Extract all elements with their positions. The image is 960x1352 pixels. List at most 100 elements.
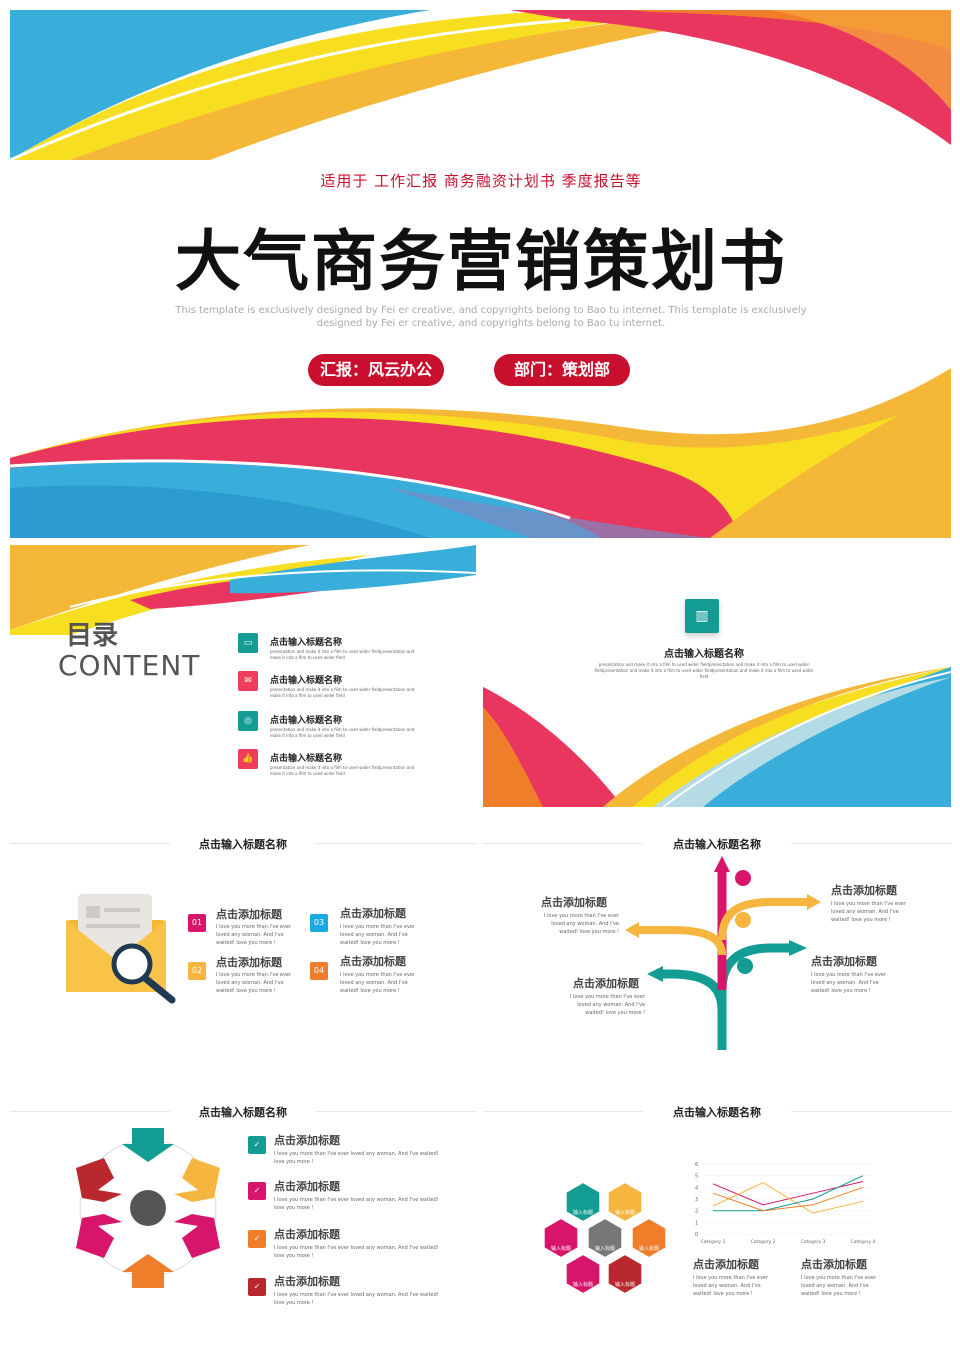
hexagon-label: 输入标题	[595, 1245, 615, 1252]
slide-title: 点击输入标题名称	[199, 838, 287, 851]
series-line	[713, 1175, 864, 1212]
hexagon	[606, 1252, 644, 1296]
y-tick-label: 5	[695, 1174, 698, 1180]
toc-slide: 目录 CONTENT ▭ 点击输入标题名称 presentation and m…	[10, 545, 476, 807]
y-tick-label: 3	[695, 1197, 698, 1203]
section-bottom-waves	[483, 667, 951, 807]
slide-title: 点击输入标题名称	[199, 1106, 287, 1119]
cover-top-waves	[10, 10, 951, 162]
y-tick-label: 4	[695, 1185, 698, 1191]
toc-item-desc: presentation and make it into a film to …	[270, 765, 415, 776]
series-line	[712, 1182, 864, 1214]
toc-item-title: 点击输入标题名称	[270, 716, 343, 726]
item-heading: 点击添加标题	[274, 1134, 340, 1147]
item-heading: 点击添加标题	[216, 956, 282, 969]
divider	[316, 1111, 476, 1112]
hexagon-label: 输入标题	[615, 1281, 635, 1288]
item-heading: 点击添加标题	[541, 896, 607, 909]
section-desc: presentation and make it into a film to …	[594, 662, 814, 679]
item-body: I love you more than I've ever loved any…	[274, 1197, 439, 1211]
item-heading: 点击添加标题	[340, 907, 406, 920]
item-body: I love you more than I've ever loved any…	[693, 1275, 769, 1297]
item-heading: 点击添加标题	[216, 908, 282, 921]
cover-title: 大气商务营销策划书	[175, 223, 787, 300]
hexagon	[542, 1216, 580, 1260]
check-icon: ✓	[248, 1278, 266, 1296]
cover-bottom-waves	[10, 368, 951, 538]
toc-title-en: CONTENT	[58, 649, 201, 682]
hexagon-label: 输入标题	[639, 1245, 659, 1252]
check-icon: ✓	[248, 1230, 266, 1248]
x-tick-label: Category 3	[801, 1239, 826, 1245]
slide-title: 点击输入标题名称	[673, 1106, 761, 1119]
section-slide: ▥ 点击输入标题名称 presentation and make it into…	[483, 545, 951, 807]
section-title: 点击输入标题名称	[664, 649, 744, 660]
item-heading: 点击添加标题	[693, 1258, 759, 1271]
item-body: I love you more than I've ever loved any…	[274, 1292, 439, 1306]
hexagon	[606, 1180, 644, 1224]
item-heading: 点击添加标题	[811, 955, 877, 968]
series-line	[712, 1186, 864, 1212]
item-heading: 点击添加标题	[274, 1275, 340, 1288]
hexagon-label: 输入标题	[573, 1209, 593, 1216]
envelope-search-icon	[66, 894, 176, 1004]
item-body: I love you more than I've ever loved any…	[811, 972, 887, 994]
hexagon	[586, 1216, 624, 1260]
basketball-icon: ◎	[238, 711, 258, 731]
item-body: I love you more than I've ever loved any…	[801, 1275, 877, 1297]
x-tick-label: Category 2	[751, 1239, 776, 1245]
item-body: I love you more than I've ever loved any…	[340, 972, 416, 994]
number-badge: 02	[188, 962, 206, 980]
item-heading: 点击添加标题	[274, 1180, 340, 1193]
hexagon	[564, 1252, 602, 1296]
cover-subtitle: 适用于 工作汇报 商务融资计划书 季度报告等	[320, 172, 642, 190]
check-icon: ✓	[248, 1136, 266, 1154]
reporter-badge: 汇报：风云办公	[308, 354, 444, 386]
item-body: I love you more than I've ever loved any…	[569, 994, 645, 1016]
hexagon-label: 输入标题	[615, 1209, 635, 1216]
thumbs-up-icon: 👍	[238, 749, 258, 769]
item-heading: 点击添加标题	[340, 955, 406, 968]
x-tick-label: Category 4	[851, 1239, 876, 1245]
y-tick-label: 1	[695, 1220, 698, 1226]
item-heading: 点击添加标题	[831, 884, 897, 897]
monitor-icon: ▭	[238, 633, 258, 653]
divider	[791, 843, 951, 844]
divider	[483, 843, 643, 844]
item-heading: 点击添加标题	[274, 1228, 340, 1241]
y-tick-label: 2	[695, 1209, 698, 1215]
hexagon	[564, 1180, 602, 1224]
y-tick-label: 0	[695, 1232, 698, 1238]
branch-arrows-diagram	[625, 856, 821, 1050]
item-body: I love you more than I've ever loved any…	[831, 901, 907, 923]
cover-slide: 适用于 工作汇报 商务融资计划书 季度报告等 大气商务营销策划书 This te…	[10, 10, 951, 538]
hexagon-label: 输入标题	[551, 1245, 571, 1252]
toc-item-desc: presentation and make it into a film to …	[270, 649, 415, 660]
y-tick-label: 6	[695, 1162, 698, 1168]
number-badge: 04	[310, 962, 328, 980]
toc-title-cn: 目录	[66, 621, 119, 651]
divider	[10, 843, 170, 844]
divider	[316, 843, 476, 844]
item-body: I love you more than I've ever loved any…	[543, 913, 619, 935]
number-badge: 01	[188, 914, 206, 932]
check-icon: ✓	[248, 1182, 266, 1200]
toc-item-title: 点击输入标题名称	[270, 754, 343, 764]
hexagon	[630, 1216, 668, 1260]
item-body: I love you more than I've ever loved any…	[340, 924, 416, 946]
toc-item-desc: presentation and make it into a film to …	[270, 687, 415, 698]
divider	[10, 1111, 170, 1112]
item-body: I love you more than I've ever loved any…	[216, 972, 292, 994]
item-heading: 点击添加标题	[573, 977, 639, 990]
toc-top-waves	[10, 545, 476, 635]
toc-item-desc: presentation and make it into a film to …	[270, 727, 415, 738]
circular-arrows-diagram	[76, 1128, 220, 1288]
cover-english-note: This template is exclusively designed by…	[175, 305, 807, 329]
number-badge: 03	[310, 914, 328, 932]
envelope-slide: 点击输入标题名称 01 点击添加标题 I love you more than …	[10, 820, 476, 1082]
item-body: I love you more than I've ever loved any…	[274, 1245, 439, 1259]
circle-slide: 点击输入标题名称 ✓ 点击添加标题 I love you more than I…	[10, 1088, 476, 1350]
toc-item-title: 点击输入标题名称	[270, 676, 343, 686]
